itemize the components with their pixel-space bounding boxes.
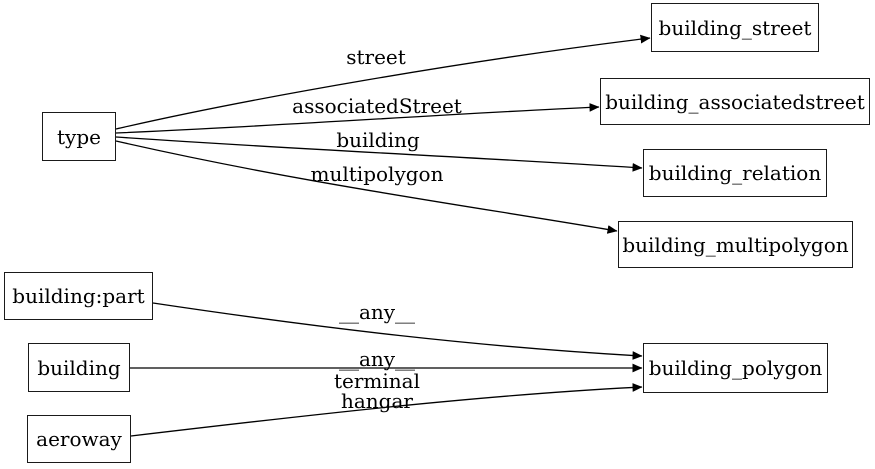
node-label-building_polygon: building_polygon (648, 356, 823, 380)
edge-aeroway-to-building_polygon (130, 383, 643, 437)
node-label-building: building (37, 355, 121, 380)
node-label-building_street: building_street (658, 15, 812, 40)
node-building_multipolygon: building_multipolygon (618, 221, 853, 268)
edge-label-building-part-to-building_polygon: __any__ (338, 300, 416, 324)
node-label-building_relation: building_relation (648, 161, 822, 185)
edge-type-to-building_street (115, 34, 651, 130)
node-building_associatedstreet: building_associatedstreet (600, 78, 870, 125)
node-building-part: building:part (4, 272, 153, 320)
node-label-aeroway: aeroway (36, 427, 122, 451)
node-label-building_associatedstreet: building_associatedstreet (605, 89, 865, 114)
node-building_street: building_street (651, 3, 819, 52)
edge-type-to-building_relation (115, 136, 643, 172)
node-label-building-part: building:part (12, 284, 145, 308)
edge-label-type-to-building_multipolygon: multipolygon (310, 162, 444, 186)
edge-label-type-to-building_street: street (346, 45, 406, 69)
node-building_relation: building_relation (643, 149, 827, 197)
node-building: building (28, 343, 130, 392)
node-aeroway: aeroway (27, 415, 131, 463)
edge-label-building-to-building_polygon: __any__ (338, 347, 416, 371)
edge-label-type-to-building_associatedstreet: associatedStreet (292, 94, 462, 118)
edge-type-to-building_associatedstreet (115, 103, 600, 134)
edge-label-aeroway-to-building_polygon: terminal hangar (334, 369, 420, 413)
edge-type-to-building_multipolygon (115, 140, 618, 234)
node-label-building_multipolygon: building_multipolygon (622, 232, 849, 257)
node-building_polygon: building_polygon (643, 343, 828, 393)
node-label-type: type (57, 124, 101, 149)
edge-building-part-to-building_polygon (152, 302, 643, 360)
edge-label-type-to-building_relation: building (336, 128, 420, 152)
node-type: type (42, 112, 116, 161)
